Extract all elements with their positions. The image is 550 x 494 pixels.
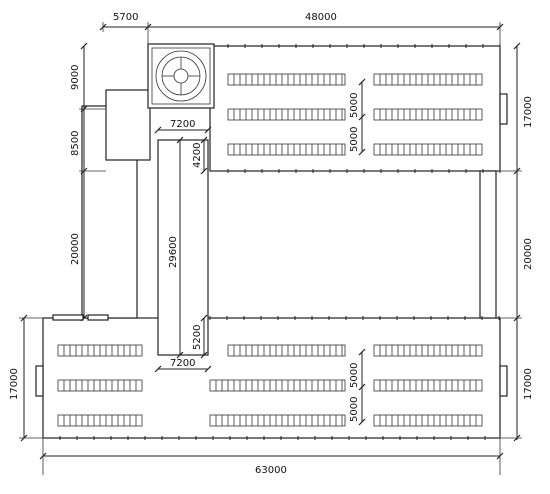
rack-row	[227, 108, 346, 121]
rack-row	[227, 344, 346, 357]
fan-icon	[155, 50, 207, 102]
storage-racks	[57, 44, 501, 440]
door-right-lower	[499, 365, 508, 397]
building-outlines	[42, 45, 501, 439]
door-mark-left	[52, 314, 84, 321]
dim-top-row-gap-b: 5000	[349, 127, 360, 152]
shaft-connector	[105, 89, 151, 161]
dim-top-right: 48000	[305, 12, 337, 23]
dim-left-middle: 8500	[70, 131, 81, 156]
door-mark-left-b	[87, 314, 109, 321]
dim-left-lower: 20000	[70, 233, 81, 265]
dimension-labels: 5700 48000 9000 8500 20000 17000 20000 1…	[9, 12, 534, 476]
shaft-unit	[147, 43, 215, 109]
side-doors	[35, 93, 508, 397]
dim-bottom-row-gap-b: 5000	[349, 397, 360, 422]
dimension-lines	[19, 22, 522, 475]
inner-corridor	[157, 139, 209, 356]
rack-row	[209, 379, 346, 392]
rack-row	[227, 73, 346, 86]
right-corridor	[479, 170, 497, 319]
dim-top-row-gap-a: 5000	[349, 93, 360, 118]
shaft-box	[147, 43, 215, 109]
dim-corridor-upper-width: 7200	[170, 119, 195, 130]
dim-top-left: 5700	[113, 12, 138, 23]
dim-right-middle: 20000	[523, 238, 534, 270]
door-right-upper	[499, 93, 508, 125]
dim-offset-lower: 5200	[192, 325, 203, 350]
door-left-lower	[35, 365, 44, 397]
dim-offset-upper: 4200	[192, 143, 203, 168]
rack-row	[227, 143, 346, 156]
dim-corridor-lower-width: 7200	[170, 358, 195, 369]
dim-left-bottom: 17000	[9, 368, 20, 400]
dim-right-lower: 17000	[523, 368, 534, 400]
dim-corridor-length: 29600	[168, 236, 179, 268]
shaft-inner-box	[151, 47, 211, 105]
dim-bottom-total: 63000	[255, 465, 287, 476]
dim-left-upper: 9000	[70, 65, 81, 90]
dim-bottom-row-gap-a: 5000	[349, 363, 360, 388]
rack-row	[209, 414, 346, 427]
dim-right-upper: 17000	[523, 96, 534, 128]
